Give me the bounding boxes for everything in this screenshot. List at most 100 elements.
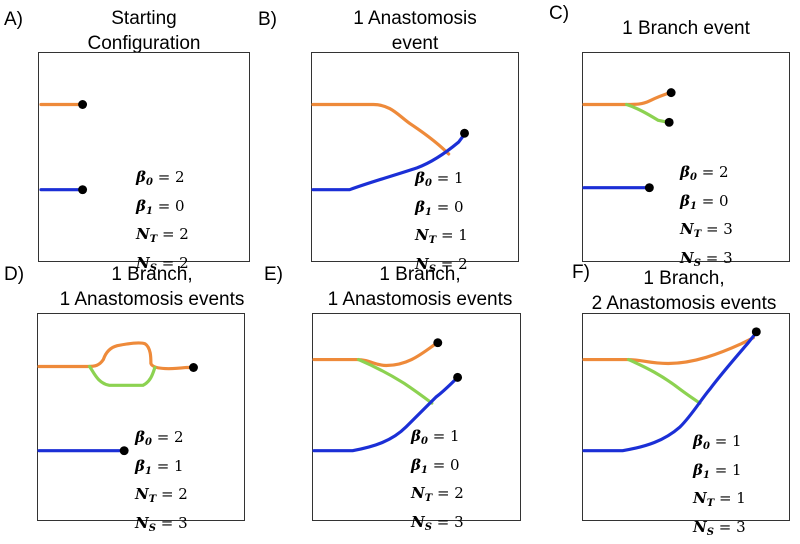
beta1-row: β1 = 0 bbox=[411, 454, 464, 483]
beta1-symbol: β1 bbox=[415, 198, 432, 216]
ns-symbol: NS bbox=[680, 249, 701, 267]
panel-b-title: 1 Anastomosis event bbox=[311, 6, 519, 56]
beta0-symbol: β0 bbox=[680, 163, 697, 181]
panel-c-stats: β0 = 2 β1 = 0 NT = 3 NS = 3 bbox=[680, 161, 733, 275]
panel-d-stats: β0 = 2 β1 = 1 NT = 2 NS = 3 bbox=[135, 426, 188, 540]
nt-row: NT = 1 bbox=[415, 224, 468, 253]
beta1-symbol: β1 bbox=[135, 457, 152, 475]
vessel-tip bbox=[752, 327, 761, 336]
nt-symbol: NT bbox=[680, 220, 701, 238]
beta0-value: = 1 bbox=[433, 427, 460, 445]
panel-d-title-line1: 1 Branch, bbox=[30, 262, 274, 287]
panel-e-title-line1: 1 Branch, bbox=[298, 262, 542, 287]
ns-value: = 3 bbox=[161, 514, 188, 532]
ns-symbol: NS bbox=[135, 514, 156, 532]
panel-b-frame: β0 = 1 β1 = 0 NT = 1 NS = 2 bbox=[311, 52, 519, 262]
panel-d-frame: β0 = 2 β1 = 1 NT = 2 NS = 3 bbox=[37, 313, 245, 521]
ns-row: NS = 3 bbox=[135, 512, 188, 541]
panel-a-title: Starting Configuration bbox=[38, 6, 250, 56]
beta1-symbol: β1 bbox=[680, 192, 697, 210]
nt-row: NT = 3 bbox=[680, 218, 733, 247]
ns-value: = 3 bbox=[719, 518, 746, 536]
beta0-value: = 2 bbox=[158, 168, 185, 186]
blue-tip bbox=[120, 446, 129, 455]
nt-value: = 1 bbox=[719, 489, 746, 507]
beta1-row: β1 = 0 bbox=[136, 195, 189, 224]
panel-f-frame: β0 = 1 β1 = 1 NT = 1 NS = 3 bbox=[582, 313, 790, 521]
nt-value: = 2 bbox=[161, 485, 188, 503]
nt-symbol: NT bbox=[415, 226, 436, 244]
green-branch bbox=[627, 105, 669, 123]
beta0-value: = 2 bbox=[702, 163, 729, 181]
blue-tip bbox=[78, 185, 87, 194]
beta1-value: = 0 bbox=[433, 456, 460, 474]
panel-b-title-line1: 1 Anastomosis bbox=[311, 6, 519, 31]
panel-e-title-line2: 1 Anastomosis events bbox=[298, 287, 542, 312]
panel-a-frame: β0 = 2 β1 = 0 NT = 2 NS = 2 bbox=[38, 52, 250, 262]
orange-vessel bbox=[313, 105, 449, 155]
panel-e-stats: β0 = 1 β1 = 0 NT = 2 NS = 3 bbox=[411, 425, 464, 539]
beta0-value: = 2 bbox=[157, 428, 184, 446]
nt-symbol: NT bbox=[135, 485, 156, 503]
beta1-value: = 0 bbox=[437, 198, 464, 216]
panel-a-title-line1: Starting bbox=[38, 6, 250, 31]
beta0-symbol: β0 bbox=[415, 169, 432, 187]
beta1-row: β1 = 0 bbox=[680, 190, 733, 219]
ns-symbol: NS bbox=[693, 518, 714, 536]
ns-value: = 3 bbox=[706, 249, 733, 267]
blue-tip bbox=[645, 183, 654, 192]
beta1-row: β1 = 1 bbox=[135, 455, 188, 484]
beta1-symbol: β1 bbox=[693, 461, 710, 479]
panel-e-frame: β0 = 1 β1 = 0 NT = 2 NS = 3 bbox=[312, 313, 521, 521]
orange-vessel bbox=[314, 344, 436, 366]
nt-symbol: NT bbox=[411, 484, 432, 502]
ns-value: = 3 bbox=[437, 513, 464, 531]
beta0-row: β0 = 1 bbox=[693, 430, 746, 459]
beta1-value: = 1 bbox=[715, 461, 742, 479]
blue-tip bbox=[453, 373, 462, 382]
panel-e-letter: E) bbox=[264, 265, 283, 284]
panel-f-network bbox=[583, 314, 789, 520]
nt-value: = 3 bbox=[706, 220, 733, 238]
panel-f-title-line1: 1 Branch, bbox=[568, 266, 800, 291]
nt-row: NT = 2 bbox=[136, 223, 189, 252]
panel-a-letter: A) bbox=[4, 10, 23, 29]
nt-row: NT = 1 bbox=[693, 487, 746, 516]
panel-d-title-line2: 1 Anastomosis events bbox=[30, 287, 274, 312]
beta0-row: β0 = 1 bbox=[411, 425, 464, 454]
orange-vessel bbox=[39, 343, 193, 369]
orange-tip bbox=[433, 338, 442, 347]
beta0-row: β0 = 2 bbox=[135, 426, 188, 455]
panel-c-letter: C) bbox=[549, 4, 569, 23]
nt-symbol: NT bbox=[693, 489, 714, 507]
panel-e-title: 1 Branch, 1 Anastomosis events bbox=[298, 262, 542, 312]
panel-c-title: 1 Branch event bbox=[582, 16, 790, 41]
green-loop bbox=[90, 366, 155, 385]
orange-vessel bbox=[584, 93, 670, 105]
nt-row: NT = 2 bbox=[411, 482, 464, 511]
orange-tip bbox=[667, 88, 676, 97]
orange-tip bbox=[189, 363, 198, 372]
panel-d-title: 1 Branch, 1 Anastomosis events bbox=[30, 262, 274, 312]
panel-b-letter: B) bbox=[258, 10, 277, 29]
panel-f-stats: β0 = 1 β1 = 1 NT = 1 NS = 3 bbox=[693, 430, 746, 544]
nt-symbol: NT bbox=[136, 225, 157, 243]
vessel-tip bbox=[460, 129, 469, 138]
orange-vessel bbox=[584, 338, 753, 364]
panel-f-title: 1 Branch, 2 Anastomosis events bbox=[568, 266, 800, 316]
beta0-row: β0 = 2 bbox=[680, 161, 733, 190]
beta1-value: = 0 bbox=[702, 192, 729, 210]
nt-value: = 2 bbox=[437, 484, 464, 502]
panel-d-letter: D) bbox=[4, 265, 24, 284]
beta0-symbol: β0 bbox=[135, 428, 152, 446]
ns-row: NS = 3 bbox=[693, 516, 746, 544]
beta0-value: = 1 bbox=[715, 432, 742, 450]
beta1-value: = 1 bbox=[157, 457, 184, 475]
beta0-symbol: β0 bbox=[693, 432, 710, 450]
nt-value: = 2 bbox=[162, 225, 189, 243]
panel-c-frame: β0 = 2 β1 = 0 NT = 3 NS = 3 bbox=[582, 52, 790, 262]
beta0-row: β0 = 2 bbox=[136, 166, 189, 195]
beta1-row: β1 = 0 bbox=[415, 196, 468, 225]
orange-tip bbox=[78, 100, 87, 109]
nt-row: NT = 2 bbox=[135, 483, 188, 512]
